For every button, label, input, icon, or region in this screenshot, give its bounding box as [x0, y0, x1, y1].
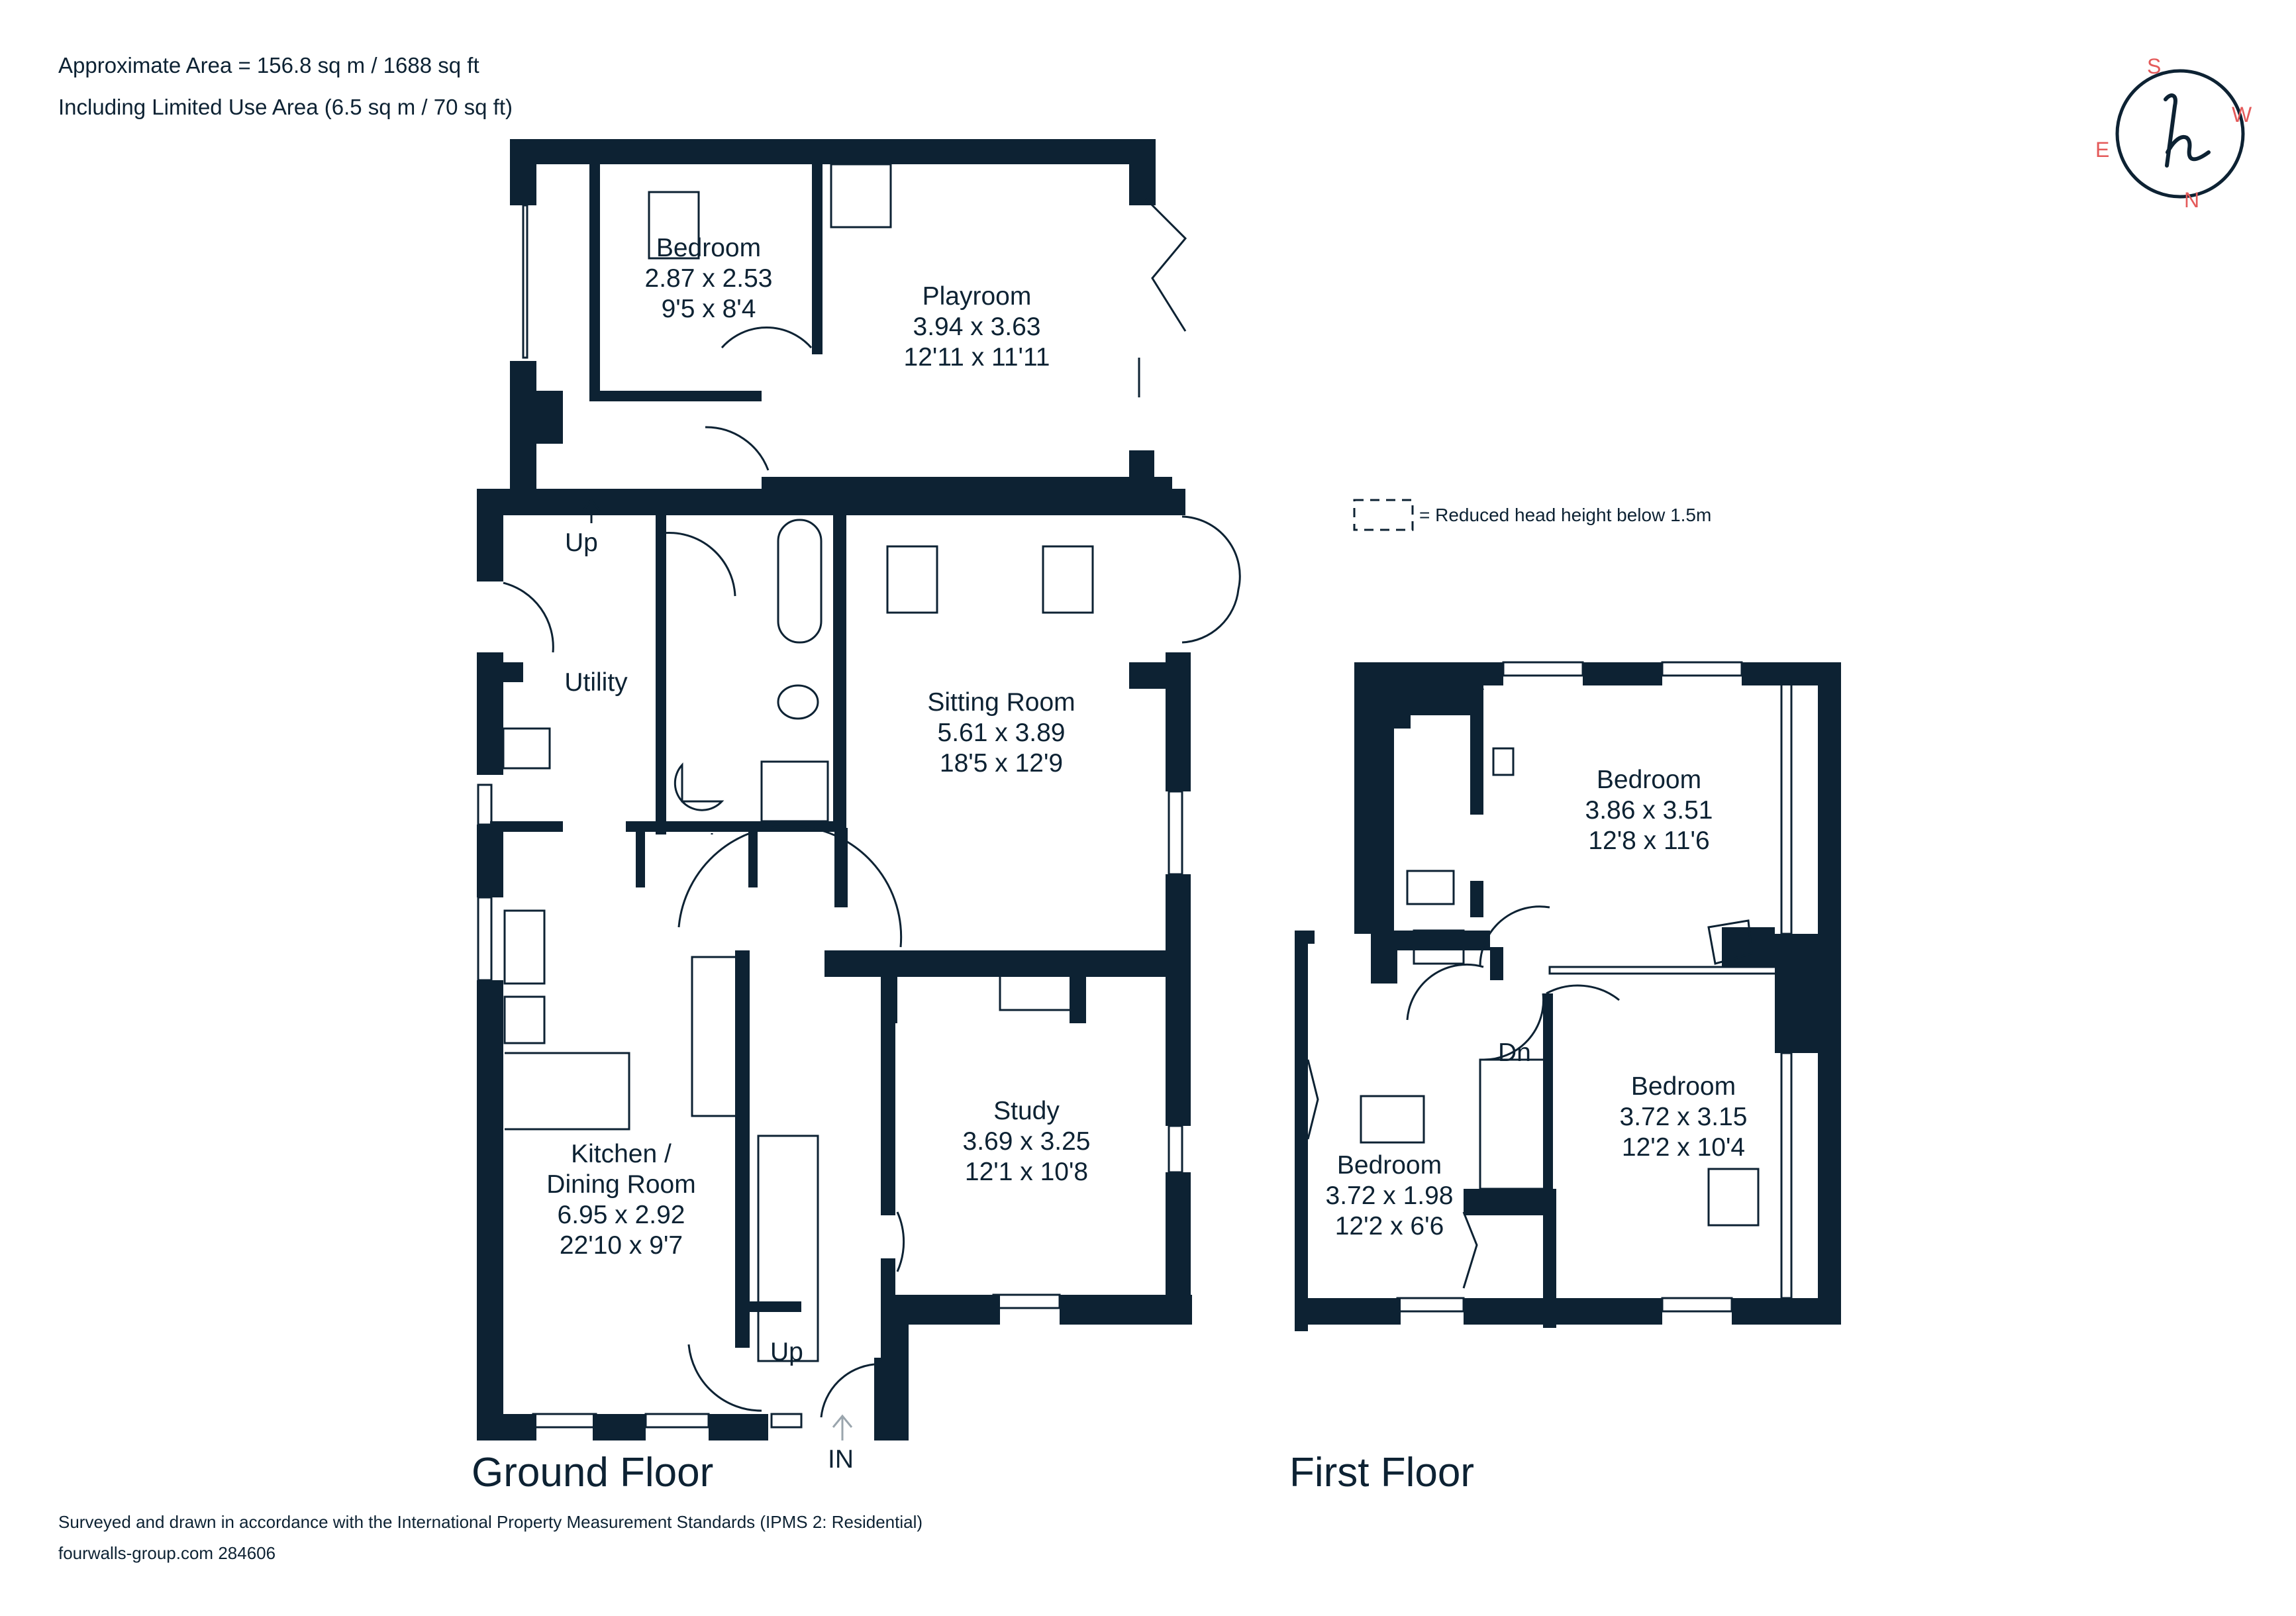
- limited-use-area-text: Including Limited Use Area (6.5 sq m / 7…: [58, 95, 513, 119]
- room-imperial: 12'1 x 10'8: [964, 1158, 1089, 1186]
- first-floor-title: First Floor: [1289, 1450, 1474, 1495]
- room-imperial: 9'5 x 8'4: [661, 295, 756, 323]
- room-name-1: Kitchen /: [571, 1140, 672, 1168]
- room-label-ff-bedroom-c: Bedroom 3.72 x 1.98 12'2 x 6'6: [1326, 1150, 1454, 1242]
- room-metric: 3.94 x 3.63: [913, 313, 1041, 341]
- room-imperial: 12'2 x 10'4: [1621, 1133, 1746, 1162]
- ground-floor-title: Ground Floor: [472, 1450, 714, 1495]
- stair-up-label-top: Up: [565, 529, 598, 557]
- stair-up-label-bottom: Up: [770, 1338, 803, 1366]
- room-name: Bedroom: [1596, 766, 1702, 794]
- room-metric: 2.87 x 2.53: [644, 264, 773, 293]
- compass-ring-icon: [2115, 69, 2245, 199]
- first-floor-walls: [1295, 662, 1841, 1331]
- room-name: Bedroom: [656, 234, 762, 262]
- room-label-kitchen: Kitchen / Dining Room 6.95 x 2.92 22'10 …: [546, 1139, 695, 1261]
- survey-statement: Surveyed and drawn in accordance with th…: [58, 1512, 923, 1532]
- reference-line: fourwalls-group.com 284606: [58, 1543, 276, 1563]
- room-label-study: Study 3.69 x 3.25 12'1 x 10'8: [963, 1096, 1091, 1187]
- room-metric: 3.69 x 3.25: [962, 1127, 1091, 1156]
- room-label-ff-bedroom-a: Bedroom 3.86 x 3.51 12'8 x 11'6: [1585, 765, 1713, 856]
- room-metric: 3.72 x 3.15: [1619, 1103, 1748, 1131]
- compass-south: S: [2147, 54, 2162, 78]
- room-name: Sitting Room: [927, 688, 1075, 717]
- approximate-area-text: Approximate Area = 156.8 sq m / 1688 sq …: [58, 53, 479, 77]
- room-metric: 5.61 x 3.89: [937, 719, 1066, 747]
- compass-west: W: [2232, 103, 2252, 126]
- room-name: Study: [993, 1097, 1060, 1125]
- room-metric: 3.86 x 3.51: [1585, 796, 1713, 825]
- room-name: Playroom: [922, 282, 1032, 311]
- room-imperial: 12'2 x 6'6: [1334, 1212, 1444, 1240]
- ground-floor-fixtures: [477, 163, 1241, 1429]
- first-floor-fixtures: [1307, 661, 1793, 1313]
- room-metric: 6.95 x 2.92: [557, 1201, 685, 1229]
- room-label-gf-bedroom: Bedroom 2.87 x 2.53 9'5 x 8'4: [645, 233, 773, 325]
- room-name: Utility: [564, 668, 628, 697]
- room-imperial: 22'10 x 9'7: [559, 1231, 683, 1260]
- compass-east: E: [2095, 138, 2110, 162]
- room-imperial: 12'11 x 11'11: [903, 343, 1050, 372]
- entrance-arrow-icon: [832, 1414, 853, 1440]
- room-imperial: 12'8 x 11'6: [1588, 827, 1710, 855]
- stair-up-arrow-icon: [581, 498, 601, 523]
- entrance-label: IN: [828, 1445, 854, 1474]
- stair-down-label: Dn: [1498, 1038, 1531, 1067]
- room-label-sitting-room: Sitting Room 5.61 x 3.89 18'5 x 12'9: [927, 687, 1075, 779]
- room-label-ff-bedroom-b: Bedroom 3.72 x 3.15 12'2 x 10'4: [1620, 1072, 1748, 1163]
- room-label-playroom: Playroom 3.94 x 3.63 12'11 x 11'11: [904, 281, 1050, 373]
- room-label-utility: Utility: [564, 668, 627, 698]
- reduced-head-height-legend-box: [1353, 499, 1414, 531]
- room-name: Bedroom: [1336, 1151, 1442, 1180]
- room-name-2: Dining Room: [546, 1170, 696, 1199]
- legend-label: = Reduced head height below 1.5m: [1419, 505, 1712, 525]
- compass-north: N: [2184, 188, 2200, 212]
- compass-logo: S W E N: [2093, 53, 2252, 212]
- h-logo-icon: [2164, 93, 2211, 168]
- room-imperial: 18'5 x 12'9: [939, 749, 1064, 778]
- room-metric: 3.72 x 1.98: [1325, 1182, 1454, 1210]
- room-name: Bedroom: [1630, 1072, 1736, 1101]
- ground-floor-walls: [477, 139, 1192, 1440]
